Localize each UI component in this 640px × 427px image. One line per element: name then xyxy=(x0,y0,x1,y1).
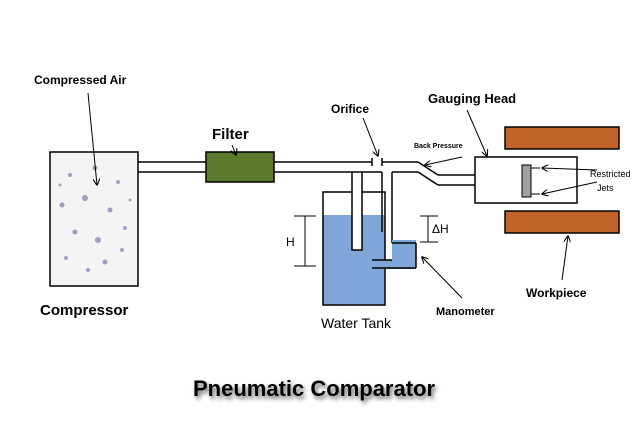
diagram-title: Pneumatic Comparator xyxy=(193,376,435,401)
label-orifice: Orifice xyxy=(331,102,369,116)
compressor-box xyxy=(49,151,139,287)
manometer-tube xyxy=(372,172,417,269)
label-manometer: Manometer xyxy=(436,306,495,318)
label-compressor: Compressor xyxy=(40,302,129,319)
label-back-pressure: Back Pressure xyxy=(414,143,463,150)
label-delta-h: ΔH xyxy=(432,222,449,236)
water-tank xyxy=(322,171,386,306)
label-filter: Filter xyxy=(212,126,249,143)
label-h: H xyxy=(286,235,295,249)
label-gauging-head: Gauging Head xyxy=(428,91,516,106)
workpiece-bottom xyxy=(504,210,620,234)
label-compressed-air: Compressed Air xyxy=(34,73,127,87)
delta-h-dimension xyxy=(420,215,438,243)
height-dimension xyxy=(294,215,316,267)
label-water-tank: Water Tank xyxy=(321,315,392,331)
label-workpiece: Workpiece xyxy=(526,286,587,300)
filter-block xyxy=(205,151,275,183)
workpiece-top xyxy=(504,126,620,150)
air-pipe xyxy=(138,158,475,186)
gauging-head xyxy=(474,156,578,204)
leader-arrows xyxy=(87,92,598,299)
label-restricted: Restricted xyxy=(590,169,631,179)
label-jets: Jets xyxy=(597,183,614,193)
